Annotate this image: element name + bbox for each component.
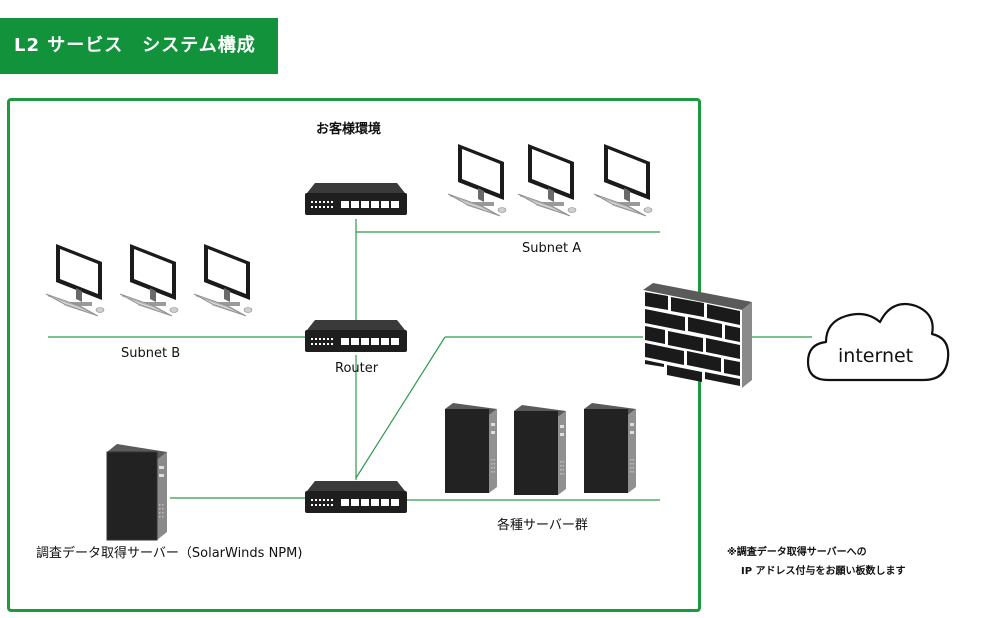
pc-icon: [45, 243, 105, 317]
server-icon: [514, 405, 566, 495]
pc-icon: [593, 143, 653, 217]
note-line-1: ※調査データ取得サーバーへの: [727, 547, 867, 558]
switch-top-icon: [305, 183, 407, 215]
note-line-2: IP アドレス付与をお願い板数します: [741, 566, 906, 577]
subnet-a-pcs: [447, 143, 653, 217]
server-icon: [445, 403, 497, 493]
subnet-b-pcs: [45, 243, 253, 317]
firewall-icon: [643, 283, 752, 388]
router-label: Router: [335, 361, 379, 376]
collector-server-label: 調査データ取得サーバー（SolarWinds NPM): [36, 546, 303, 561]
environment-label: お客様環境: [316, 122, 382, 137]
ip-assignment-note: ※調査データ取得サーバーへの IP アドレス付与をお願い板数します: [727, 543, 906, 581]
collector-server-icon: [106, 443, 168, 541]
switch-bottom-icon: [305, 481, 407, 513]
page-title: L2 サービス システム構成: [0, 18, 278, 74]
network-links: [48, 219, 812, 501]
pc-icon: [447, 143, 507, 217]
internet-cloud-icon: [806, 302, 950, 382]
pc-icon: [193, 243, 253, 317]
servers-label: 各種サーバー群: [497, 518, 588, 533]
subnet-a-label: Subnet A: [522, 241, 582, 256]
pc-icon: [119, 243, 179, 317]
internet-label: internet: [838, 345, 914, 367]
pc-icon: [517, 143, 577, 217]
subnet-b-label: Subnet B: [121, 346, 181, 361]
server-group: [445, 403, 636, 495]
server-icon: [584, 403, 636, 493]
router-icon: [305, 320, 407, 352]
